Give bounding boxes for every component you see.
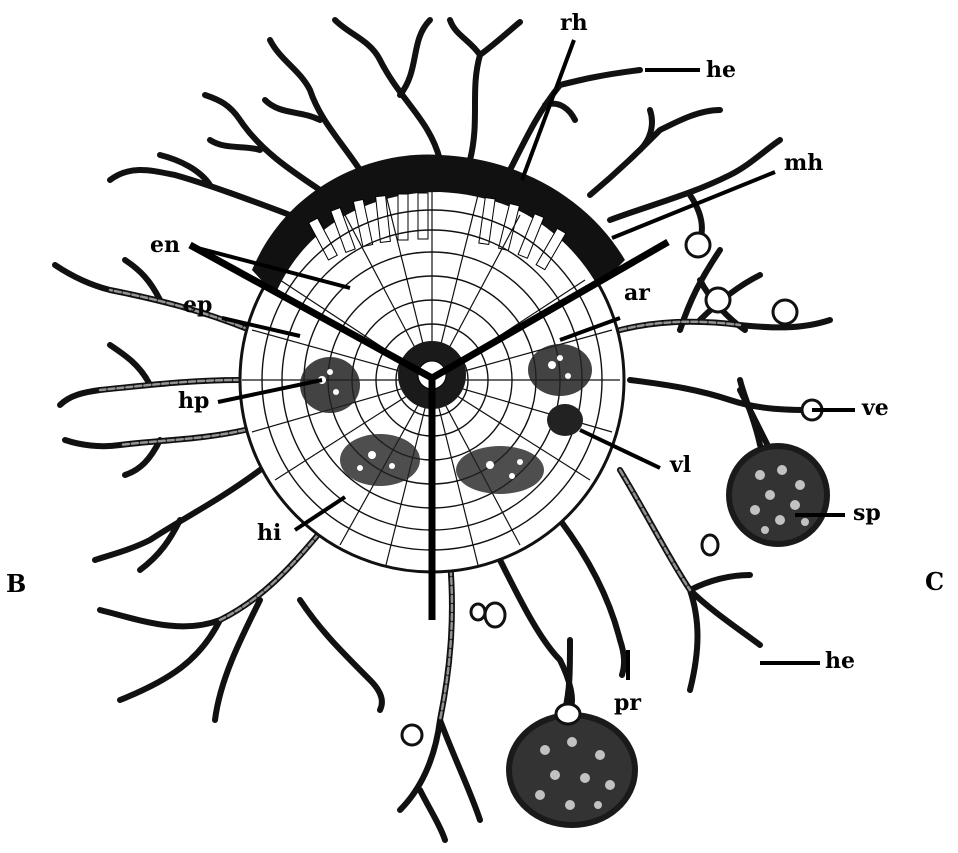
label-he-top: he bbox=[706, 57, 736, 83]
label-pr: pr bbox=[614, 690, 641, 716]
label-he-bottom: he bbox=[825, 648, 855, 674]
label-ve: ve bbox=[861, 395, 889, 421]
label-ar: ar bbox=[624, 280, 650, 306]
label-mh: mh bbox=[784, 150, 823, 176]
label-sp: sp bbox=[853, 500, 881, 526]
label-ep: ep bbox=[183, 292, 212, 318]
side-label-right: C bbox=[925, 567, 944, 596]
spore-bottom bbox=[506, 704, 638, 828]
side-label-left: B bbox=[6, 569, 26, 598]
label-hp: hp bbox=[178, 388, 209, 414]
leader-mh bbox=[612, 172, 775, 238]
label-hi: hi bbox=[257, 520, 281, 546]
label-vl: vl bbox=[669, 452, 691, 478]
label-en: en bbox=[150, 232, 180, 258]
label-rh: rh bbox=[560, 10, 588, 36]
